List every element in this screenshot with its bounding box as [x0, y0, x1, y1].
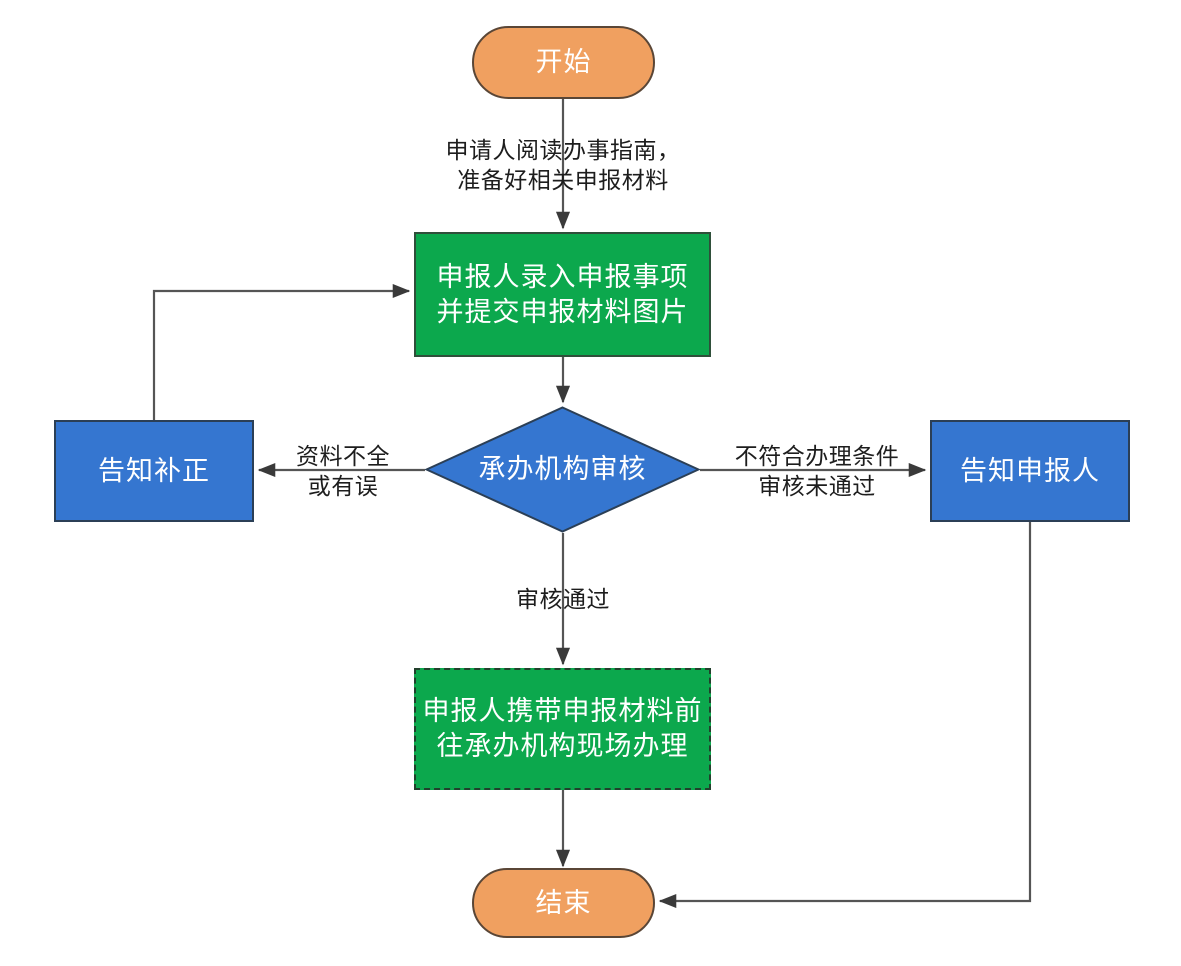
node-onsite-processing-label: 申报人携带申报材料前 往承办机构现场办理 [422, 696, 703, 761]
edge-label-review-to-onsite: 审核通过 [516, 587, 610, 612]
edge-label-review-to-correction: 资料不全 或有误 [296, 444, 390, 499]
node-notify-applicant-label: 告知申报人 [960, 455, 1100, 486]
edge-applicant-to-end [658, 522, 1032, 909]
edge-label-review-to-applicant: 不符合办理条件 审核未通过 [734, 444, 900, 499]
edge-label-start-to-submit: 申请人阅读办事指南， 准备好相关申报材料 [445, 138, 681, 193]
node-start-label: 开始 [535, 47, 592, 78]
node-review-decision[interactable]: 承办机构审核 [425, 406, 700, 533]
node-notify-applicant[interactable]: 告知申报人 [930, 420, 1130, 522]
node-review-decision-label: 承办机构审核 [478, 454, 647, 485]
node-onsite-processing[interactable]: 申报人携带申报材料前 往承办机构现场办理 [414, 668, 711, 790]
node-notify-correction-label: 告知补正 [98, 455, 210, 486]
node-end[interactable]: 结束 [472, 868, 655, 938]
node-end-label: 结束 [535, 887, 592, 918]
node-submit-declaration[interactable]: 申报人录入申报事项 并提交申报材料图片 [414, 232, 711, 357]
diamond-shape [425, 406, 700, 533]
node-submit-declaration-label: 申报人录入申报事项 并提交申报材料图片 [436, 261, 689, 327]
node-start[interactable]: 开始 [472, 26, 655, 99]
node-notify-correction[interactable]: 告知补正 [54, 420, 254, 522]
edge-correction-to-submit [152, 283, 411, 420]
